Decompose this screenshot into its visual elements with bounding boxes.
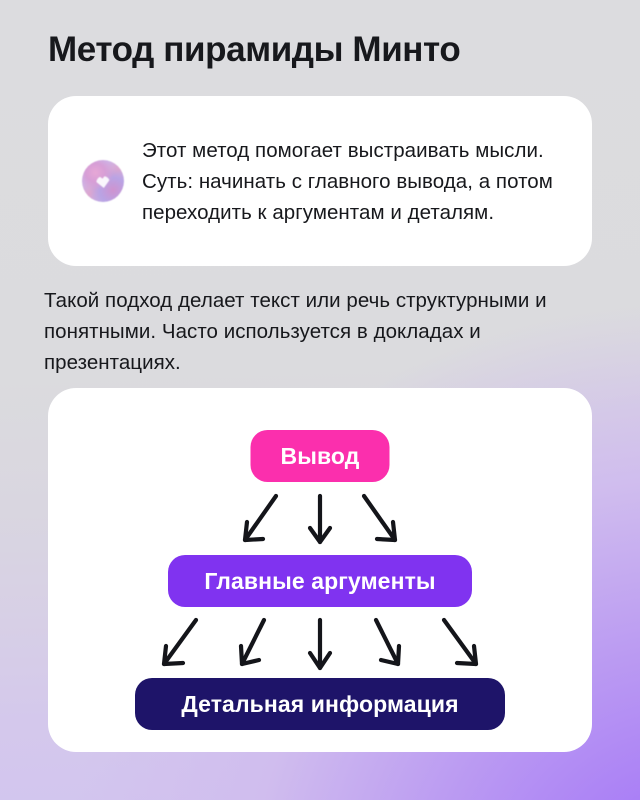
arrow-down-left-outer-icon — [161, 617, 199, 667]
arrow-down-right-outer-head — [454, 643, 479, 667]
arrow-down-right-inner-head — [378, 643, 402, 667]
arrow-row-bottom — [161, 617, 479, 671]
arrow-down-right-head — [374, 519, 398, 543]
arrow-down-left-inner-icon — [239, 617, 267, 667]
arrow-down-head — [307, 525, 333, 545]
arrow-down-left-inner-head — [238, 643, 262, 667]
pyramid-box-conclusion: Вывод — [250, 430, 390, 482]
info-card-text: Этот метод помогает выстраивать мысли. С… — [142, 138, 553, 224]
arrow-down-right-inner-icon — [373, 617, 401, 667]
arrow-row-top — [242, 493, 398, 545]
body-paragraph: Такой подход делает текст или речь струк… — [44, 289, 547, 374]
arrow-down-left-outer-head — [161, 643, 186, 667]
info-card: Этот метод помогает выстраивать мысли. С… — [48, 96, 592, 266]
crystal-ball-icon — [82, 160, 124, 202]
pyramid-box-detailed-information: Детальная информация — [135, 678, 505, 730]
pyramid-diagram-card: Вывод Главные аргументы Детальная информ… — [48, 388, 592, 752]
arrow-down-right-icon — [361, 493, 398, 543]
arrow-down-left-icon — [242, 493, 279, 543]
page-title: Метод пирамиды Минто — [48, 30, 461, 69]
arrow-down-right-outer-icon — [441, 617, 479, 667]
arrow-down-center-head — [307, 650, 333, 671]
arrow-down-left-head — [242, 519, 266, 543]
pyramid-box-main-arguments: Главные аргументы — [168, 555, 472, 607]
